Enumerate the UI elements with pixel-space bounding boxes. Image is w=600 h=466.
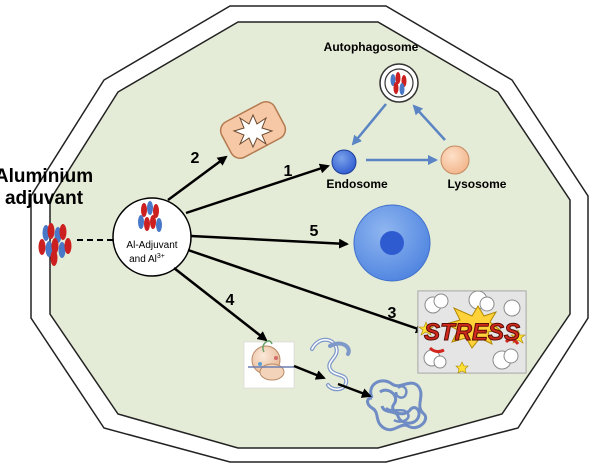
damaged-organelle — [219, 101, 287, 159]
pathway-4-arrow — [173, 267, 268, 342]
stress-text: STRESS — [424, 319, 520, 346]
lysosome-label: Lysosome — [448, 177, 507, 191]
al-adjuvant-label: Al-Adjuvant — [126, 240, 177, 251]
unfolded-protein-chain — [310, 337, 351, 392]
external-adjuvant-particles — [38, 223, 72, 266]
autophagosome-to-endosome-arrow — [351, 103, 387, 146]
pathway-5-arrow — [190, 234, 349, 249]
and-al3-label: and Al3+ — [129, 253, 165, 265]
aluminium-label: Aluminium — [0, 166, 93, 187]
pathway-1-arrow — [185, 163, 330, 215]
and-al-text: and Al — [129, 254, 157, 265]
pathway-number-4: 4 — [226, 292, 235, 309]
nucleolus — [380, 231, 404, 255]
vesicle-particles — [138, 201, 162, 232]
endosome — [331, 149, 357, 175]
autophagosome-label: Autophagosome — [324, 40, 419, 54]
pathway-number-3: 3 — [388, 305, 397, 322]
lysosome — [440, 145, 470, 175]
pathway-number-1: 1 — [284, 163, 293, 180]
pathway-2-arrow — [167, 155, 228, 202]
pathway-number-2: 2 — [191, 150, 200, 167]
endosome-label: Endosome — [326, 177, 388, 191]
lysosome-to-autophagosome-arrow — [412, 104, 446, 141]
adjuvant-label: adjuvant — [5, 188, 84, 209]
aggregated-protein — [366, 379, 427, 432]
autophagosome — [379, 63, 419, 103]
pathway-number-5: 5 — [310, 223, 319, 240]
ribosome-translation — [243, 340, 295, 389]
translation-to-chain-arrow — [293, 364, 326, 380]
al-charge-superscript: 3+ — [157, 253, 165, 260]
stress-illustration: STRESS — [417, 290, 527, 374]
chain-to-aggregate-arrow — [337, 382, 372, 398]
pathway-3-arrow — [187, 248, 426, 334]
